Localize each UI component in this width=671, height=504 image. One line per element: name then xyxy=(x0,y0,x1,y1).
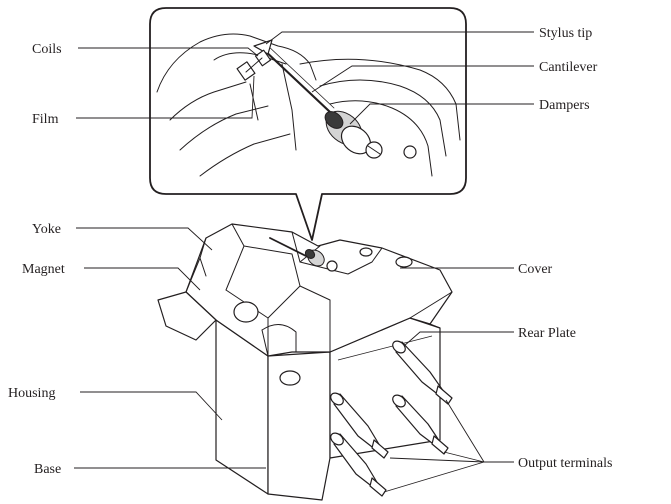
label-cantilever: Cantilever xyxy=(539,60,598,75)
leader-stylus-tip xyxy=(265,31,534,45)
leader-lines xyxy=(74,31,534,493)
magnified-view-callout xyxy=(149,7,467,241)
label-rear-plate: Rear Plate xyxy=(518,326,576,341)
label-yoke: Yoke xyxy=(32,222,61,237)
leader-coils xyxy=(78,47,259,57)
leader-cantilever xyxy=(311,65,534,93)
label-film: Film xyxy=(32,112,59,127)
leader-yoke xyxy=(76,227,213,251)
leader-rear-plate xyxy=(403,331,514,347)
leader-film xyxy=(76,75,255,119)
label-coils: Coils xyxy=(32,42,62,57)
leader-dampers xyxy=(349,103,534,125)
label-cover: Cover xyxy=(518,262,553,277)
leader-housing xyxy=(80,391,223,421)
leader-magnet xyxy=(84,267,201,291)
labels: Coils Film Yoke Magnet Housing Base Styl… xyxy=(8,26,613,477)
label-base: Base xyxy=(34,462,61,477)
label-magnet: Magnet xyxy=(22,262,65,277)
label-housing: Housing xyxy=(8,386,55,401)
label-stylus-tip: Stylus tip xyxy=(539,26,592,41)
label-dampers: Dampers xyxy=(539,98,590,113)
label-output-terminals: Output terminals xyxy=(518,456,613,471)
output-terminals xyxy=(330,340,453,497)
